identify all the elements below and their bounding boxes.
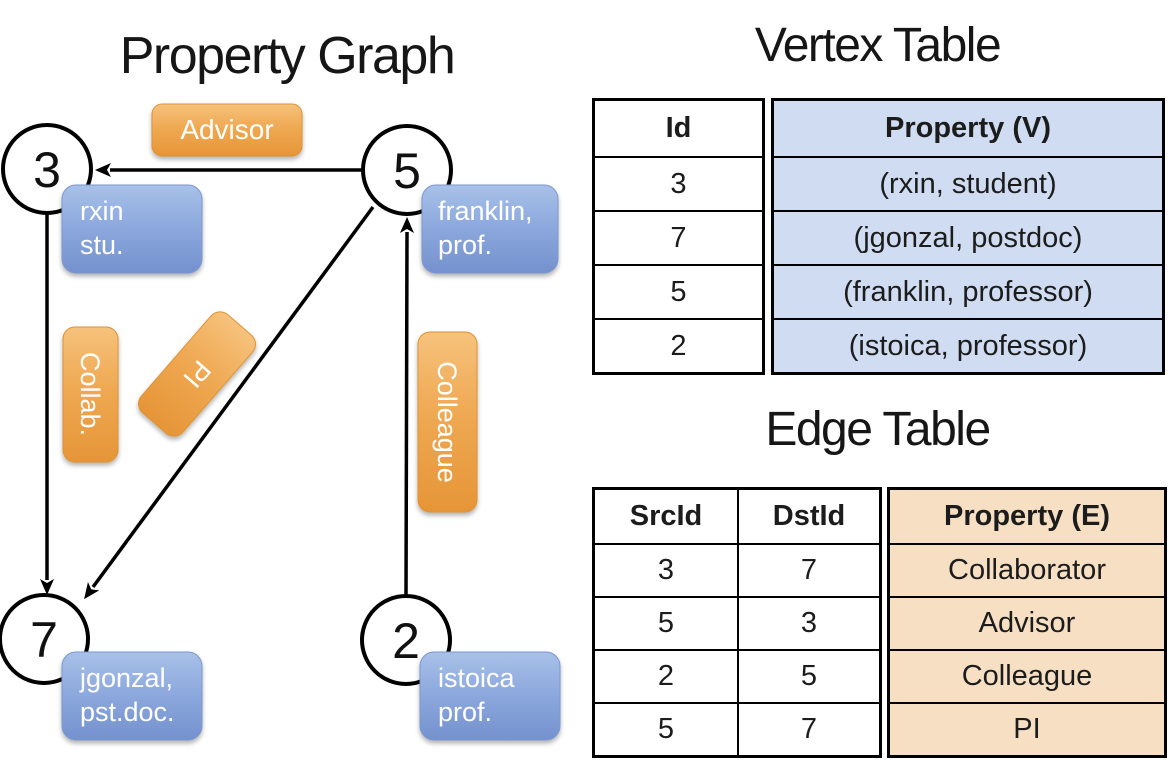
node-7-property-box: jgonzal, pst.doc. — [61, 651, 203, 741]
edge-label-collab-text: Collab. — [75, 352, 105, 436]
edge-dstid-cell: 7 — [737, 702, 879, 755]
edge-label-collab: Collab. — [62, 326, 119, 463]
node-3-id: 3 — [33, 142, 61, 198]
edge-property-cell: Colleague — [890, 649, 1164, 702]
edge-srcid-cell: 2 — [595, 649, 737, 702]
vertex-table: Id 3 7 5 2 Property (V) (rxin, student) … — [592, 98, 1165, 375]
node-2-id: 2 — [392, 613, 420, 669]
node-3-property-line1: rxin — [80, 196, 124, 226]
vertex-property-cell: (istoica, professor) — [774, 318, 1162, 372]
node-5-property-line1: franklin, — [438, 196, 533, 226]
edge-property-cell: Collaborator — [890, 543, 1164, 596]
edge-srcid-cell: 5 — [595, 596, 737, 649]
vertex-property-header: Property (V) — [885, 112, 1051, 144]
vertex-id-cell: 2 — [595, 318, 762, 372]
vertex-id-cell: 7 — [595, 210, 762, 264]
edge-table-property-column: Property (E) Collaborator Advisor Collea… — [887, 487, 1167, 758]
edge-property-header: Property (E) — [944, 500, 1110, 532]
edge-property-cell: PI — [890, 702, 1164, 755]
edge-label-advisor-text: Advisor — [180, 114, 273, 145]
edge-label-pi: PI — [138, 311, 256, 437]
vertex-table-id-column: Id 3 7 5 2 — [592, 98, 765, 375]
edge-srcid-cell: 3 — [595, 543, 737, 596]
node-2-property-line1: istoica — [438, 663, 516, 693]
property-graph-title: Property Graph — [120, 27, 455, 85]
edge-dstid-cell: 7 — [737, 543, 879, 596]
edge-label-colleague-text: Colleague — [432, 361, 462, 483]
edge-pi-line — [84, 205, 375, 600]
edge-colleague-line — [399, 217, 414, 597]
vertex-table-property-column: Property (V) (rxin, student) (jgonzal, p… — [771, 98, 1165, 375]
node-2-property-line2: prof. — [438, 697, 492, 727]
node-7-id: 7 — [30, 612, 58, 668]
node-5-property-box: franklin, prof. — [421, 184, 559, 274]
vertex-id-header: Id — [665, 112, 692, 144]
edge-dstid-cell: 3 — [737, 596, 879, 649]
property-graph-panel: Property Graph 3 5 7 2 Advisor Collab. P… — [0, 27, 561, 741]
vertex-id-cell: 5 — [595, 264, 762, 318]
edge-dstid-header: DstId — [737, 490, 879, 543]
vertex-property-cell: (franklin, professor) — [774, 264, 1162, 318]
edge-srcid-header: SrcId — [629, 500, 703, 532]
node-7-property-line2: pst.doc. — [80, 697, 175, 727]
edge-table-title: Edge Table — [765, 403, 991, 456]
node-3-property-box: rxin stu. — [61, 184, 203, 274]
vertex-property-cell: (jgonzal, postdoc) — [774, 210, 1162, 264]
edge-label-colleague: Colleague — [417, 331, 478, 513]
vertex-id-cell: 3 — [595, 156, 762, 210]
node-5-property-line2: prof. — [438, 230, 492, 260]
edge-property-cell: Advisor — [890, 596, 1164, 649]
node-5-id: 5 — [393, 143, 421, 199]
node-2-property-box: istoica prof. — [419, 651, 561, 741]
edge-srcid-cell: 5 — [595, 702, 737, 755]
node-3-property-line2: stu. — [80, 230, 124, 260]
edge-table: SrcId DstId 3 7 5 3 2 5 5 7 Property (E)… — [592, 487, 1167, 758]
edge-dstid-cell: 5 — [737, 649, 879, 702]
vertex-property-cell: (rxin, student) — [774, 156, 1162, 210]
vertex-table-title: Vertex Table — [754, 19, 1002, 72]
edge-label-advisor: Advisor — [151, 103, 303, 157]
node-7-property-line1: jgonzal, — [79, 663, 173, 693]
edge-table-id-columns: SrcId DstId 3 7 5 3 2 5 5 7 — [592, 487, 882, 758]
